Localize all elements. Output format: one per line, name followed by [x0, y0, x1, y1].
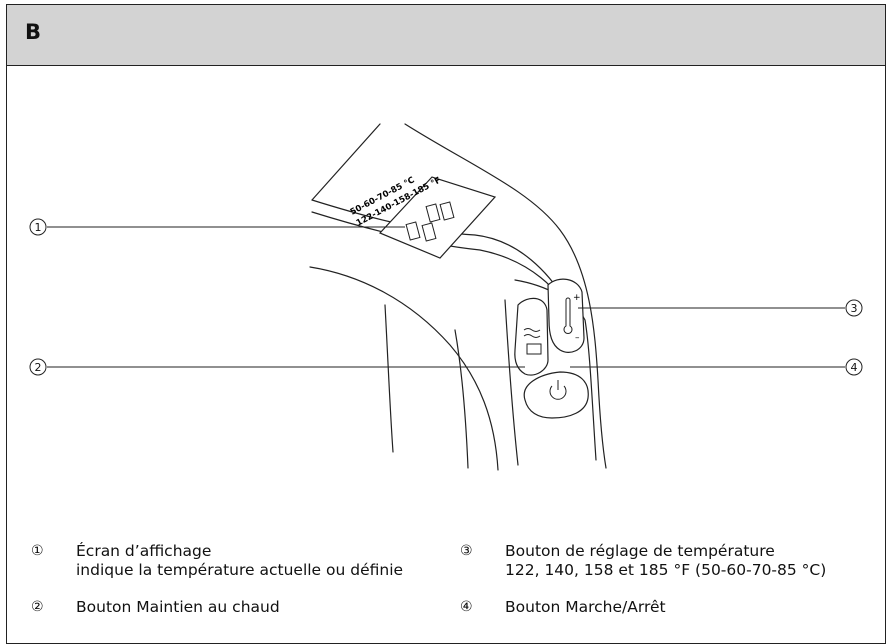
power-icon: [549, 380, 567, 400]
handle-top-edge: [311, 123, 381, 201]
callout-marker-3: [845, 299, 863, 317]
handle-top-inner: [311, 199, 566, 301]
legend-title-3: Bouton de réglage de température: [505, 542, 775, 560]
control-panel-edge: [514, 279, 597, 461]
legend-title-4: Bouton Marche/Arrêt: [505, 598, 666, 616]
display-panel: 50-60-70-85 °C 122-140-158-185 °F: [349, 175, 497, 259]
minus-glyph: –: [575, 333, 580, 343]
figure-letter: B: [25, 20, 42, 44]
legend-num-3: ③: [460, 543, 473, 559]
figure-frame: B: [6, 4, 886, 644]
callout-marker-4-num: 4: [851, 361, 858, 374]
callout-marker-1-num: 1: [35, 221, 42, 234]
keep-warm-button: [514, 297, 549, 376]
figure-header: B: [7, 5, 885, 66]
display-digits: [405, 201, 455, 242]
legend-title-2: Bouton Maintien au chaud: [76, 598, 280, 616]
kettle-body-right: [454, 329, 469, 469]
legend-num-2: ②: [31, 599, 44, 615]
legend-num-1: ①: [31, 543, 44, 559]
thermometer-icon: [563, 297, 573, 334]
power-button: [523, 371, 589, 419]
plus-glyph: +: [573, 293, 581, 303]
button-icons: [523, 297, 573, 400]
display-screen: [378, 176, 497, 259]
control-panel-edge-2: [504, 299, 519, 466]
kettle-body-top: [309, 266, 499, 471]
callout-marker-2: [29, 358, 47, 376]
legend-desc-1: indique la température actuelle ou défin…: [76, 561, 404, 579]
keep-warm-icon: [523, 328, 542, 355]
legend-title-1: Écran d’affichage: [76, 542, 212, 560]
legend-desc-3: 122, 140, 158 et 185 °F (50-60-70-85 °C): [505, 561, 827, 579]
kettle-body-left: [384, 304, 394, 453]
callout-marker-3-num: 3: [851, 302, 858, 315]
callout-marker-1: [29, 218, 47, 236]
callout-marker-4: [845, 358, 863, 376]
callout-marker-2-num: 2: [35, 361, 42, 374]
legend-num-4: ④: [460, 599, 473, 615]
handle-outer-contour: [404, 123, 607, 469]
